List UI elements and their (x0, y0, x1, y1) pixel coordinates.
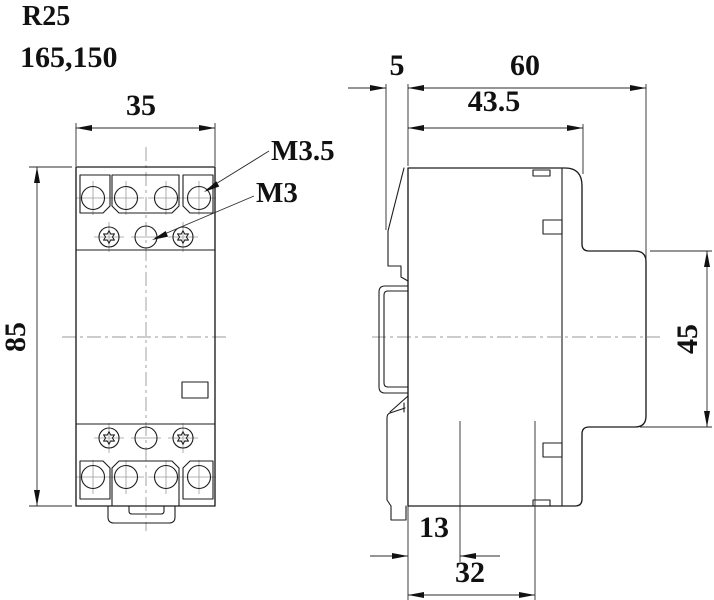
dim-front-protrusion-label: 5 (390, 49, 405, 82)
front-view-top-terminals (79, 174, 214, 214)
side-view: 5 60 43.5 45 13 32 (348, 49, 712, 600)
screw-label-aux: M3 (256, 177, 298, 209)
drawing-subtitle: 165,150 (20, 41, 118, 74)
dim-side-top: 5 60 (348, 49, 647, 260)
dim-din-recess-label: 45 (671, 324, 704, 354)
title-block: R25 165,150 (20, 1, 118, 74)
screw-annotations: M3.5 M3 (152, 135, 335, 240)
screw-label-main: M3.5 (271, 135, 335, 167)
dim-front-width: 35 (75, 89, 216, 166)
front-view-crosshairs (76, 181, 216, 494)
side-view-front-details (378, 167, 409, 521)
dim-bottom-offset-label: 13 (419, 511, 449, 544)
dim-front-height-label: 85 (0, 322, 32, 352)
dim-bottom-depth-label: 32 (455, 556, 485, 589)
drawing-title: R25 (22, 1, 70, 32)
dim-upper-depth: 43.5 (408, 85, 584, 174)
front-view-body (75, 166, 216, 507)
front-view-bottom-terminals (79, 460, 214, 507)
front-view-din-tab (107, 505, 176, 524)
front-view-bottom-screws (98, 426, 194, 450)
label-window (181, 381, 209, 399)
dim-upper-depth-label: 43.5 (468, 85, 521, 118)
dim-total-depth-label: 60 (510, 49, 540, 82)
dim-bottom-offset: 13 (370, 421, 500, 600)
side-view-internal-lines (532, 167, 563, 507)
dim-din-recess: 45 (640, 250, 712, 428)
dim-bottom-depth: 32 (408, 421, 536, 600)
front-view: 35 85 M3.5 M3 (0, 89, 335, 531)
dim-front-height: 85 (0, 166, 72, 507)
dim-front-width-label: 35 (126, 89, 156, 122)
front-view-centerlines (62, 147, 228, 531)
side-view-outline (407, 167, 647, 507)
